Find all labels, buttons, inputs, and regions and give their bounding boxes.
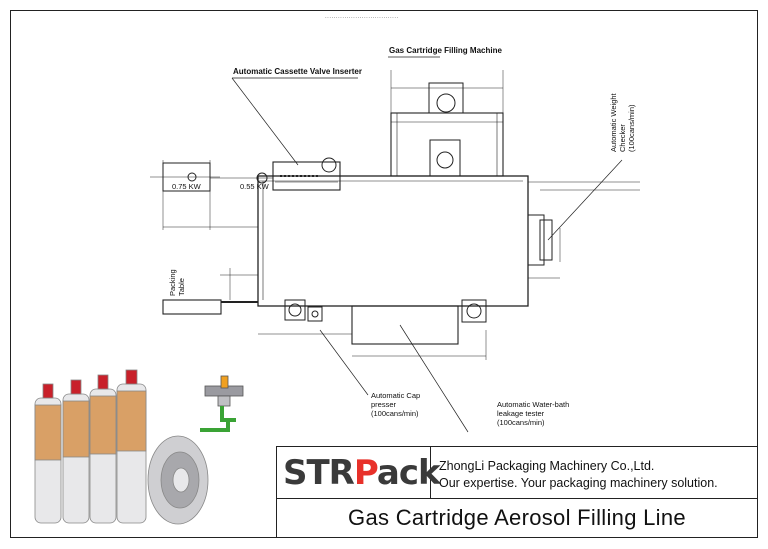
logo-wordmark: STRPack xyxy=(283,453,441,493)
label-motor-1: 0.75 KW xyxy=(172,182,201,191)
packing-table xyxy=(162,299,258,315)
label-water-bath: Automatic Water-bath leakage tester (100… xyxy=(497,400,570,427)
water-bath-tank xyxy=(351,299,487,345)
can-products xyxy=(34,369,209,525)
label-cap-presser: Automatic Cap presser (100cans/min) xyxy=(371,391,421,418)
valve-component xyxy=(200,375,244,432)
label-motor-2: 0.55 KW xyxy=(240,182,269,191)
leader-lines xyxy=(231,56,623,433)
title-block: STRPack ZhongLi Packaging Machinery Co.,… xyxy=(276,446,758,538)
weight-checker xyxy=(527,214,561,266)
valve-inserter xyxy=(210,157,341,191)
dimension-lines xyxy=(162,70,640,360)
label-weight-checker: Automatic Weight Checker (100cans/min) xyxy=(609,93,636,152)
company-info: ZhongLi Packaging Machinery Co.,Ltd. Our… xyxy=(431,447,757,499)
company-name: ZhongLi Packaging Machinery Co.,Ltd. xyxy=(439,459,655,473)
company-slogan: Our expertise. Your packaging machinery … xyxy=(439,476,718,490)
conveyor-loop xyxy=(257,175,529,307)
label-filling-machine: Gas Cartridge Filling Machine xyxy=(389,46,502,55)
label-packing-table: Packing Table xyxy=(168,269,186,296)
drawing-title: Gas Cartridge Aerosol Filling Line xyxy=(348,505,686,530)
company-logo: STRPack xyxy=(277,447,441,499)
cap-presser xyxy=(284,299,323,322)
header-note: .................................. xyxy=(325,14,399,20)
filling-machine xyxy=(390,82,504,177)
label-valve-inserter: Automatic Cassette Valve Inserter xyxy=(233,67,362,76)
